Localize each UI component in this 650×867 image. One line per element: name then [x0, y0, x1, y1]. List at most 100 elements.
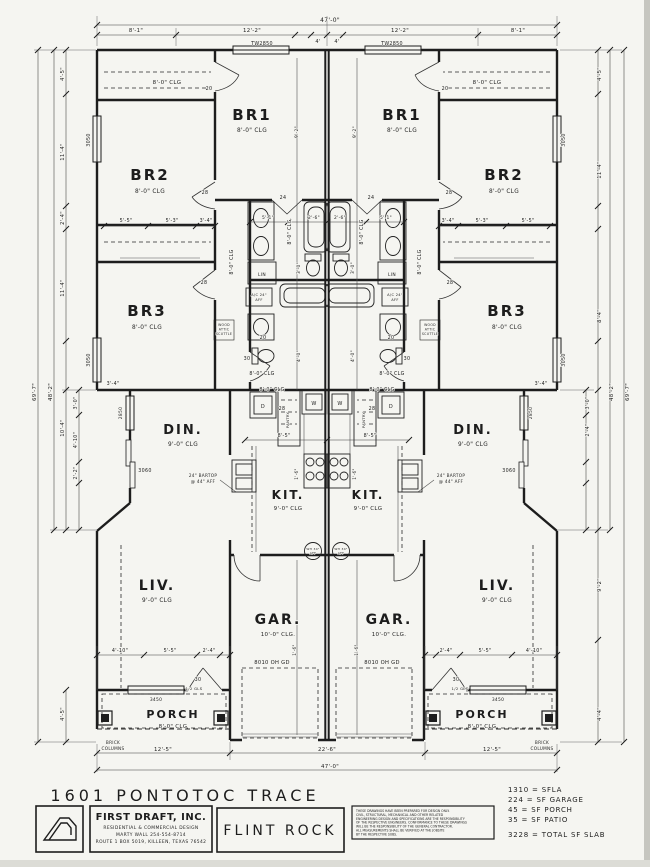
note-label: D — [261, 404, 265, 410]
dim-label: 2'-4" — [440, 648, 453, 654]
door-label: 28 — [279, 406, 286, 412]
note-label: PANTRY — [285, 411, 290, 428]
room-label: LIV. — [139, 578, 175, 594]
dim-label: 8'-4" — [597, 309, 603, 323]
stat-porch: 45 = SF PORCH — [508, 806, 573, 814]
door-label: 28 — [446, 190, 453, 196]
vanity-double — [247, 201, 275, 261]
dim-label: 9'-2" — [597, 578, 603, 592]
refrigerator-icon — [231, 459, 257, 493]
dim-label: 3'-4" — [200, 218, 213, 224]
note-label: PANTRY — [361, 411, 366, 428]
door-label: 30 — [244, 356, 251, 362]
dim-label: 5'-5" — [522, 218, 535, 224]
clg-label: 9'-0" CLG — [142, 598, 172, 604]
pantry — [277, 389, 301, 447]
win-label: 3060 — [138, 468, 151, 474]
room-label: BR3 — [487, 302, 526, 320]
dim-label: 3'-4" — [442, 218, 455, 224]
dim-label: 12'-5" — [483, 747, 501, 753]
win-label: 3050 — [86, 133, 92, 146]
room-label: BR1 — [232, 106, 271, 124]
win-label: 3050 — [86, 353, 92, 366]
dim-label: 4'-10" — [112, 648, 128, 654]
disclaimer-line: WILL BE THE RESPONSIBILITY OF THE GENERA… — [356, 825, 453, 829]
toilet-icon — [306, 259, 320, 277]
plan-name: FLINT ROCK — [223, 823, 336, 839]
toilet-tank — [304, 253, 322, 262]
room-label: DIN. — [453, 423, 492, 438]
door-label: 20 — [260, 335, 267, 341]
clg-label: 8'-0" CLG — [249, 371, 274, 377]
clg-label: 8'-0" CLG — [489, 189, 519, 195]
firm-tagline: RESIDENTIAL & COMMERCIAL DESIGN — [103, 825, 198, 831]
party-wall — [324, 50, 330, 740]
dim-label: 22'-6" — [318, 747, 336, 753]
firm-logo-icon — [42, 817, 77, 841]
dim-label: 4'-5" — [597, 67, 603, 81]
note-label: @ 44" AFF — [191, 479, 216, 484]
dim-label: 5'-5" — [120, 218, 133, 224]
toilet-icon — [257, 349, 275, 363]
note-label: W — [311, 401, 316, 407]
dim-label: 4'-0" — [350, 350, 356, 362]
note-label: COLUMNS — [531, 746, 554, 751]
reference-lines — [120, 58, 318, 738]
clg-label: 8'-0" CLG — [369, 387, 394, 393]
door-label: 28 — [369, 406, 376, 412]
dim-label: 9'-2" — [352, 126, 358, 138]
dim-label: 3'-0" — [585, 397, 591, 410]
water-heater-icon — [304, 542, 322, 560]
door-label: 1/2 GLS — [186, 686, 203, 691]
firm-box — [89, 805, 213, 853]
note-label: WOOD — [218, 323, 230, 327]
note-label: WH 34" — [334, 547, 347, 551]
toilet-tank — [251, 347, 259, 365]
clg-label: 8'-0" CLG — [153, 80, 182, 86]
note-label: COLUMNS — [102, 746, 125, 751]
bathtub-icon — [279, 283, 330, 308]
win-label: 3450 — [150, 697, 162, 703]
disclaimer-line: OF THE RESPECTIVE ENGINEERS. CONFORMANCE… — [356, 821, 467, 825]
dim-label: 2'-6" — [308, 215, 320, 221]
dim-label: 3'-0" — [350, 262, 356, 274]
clg-label: 8'-0" CLG — [379, 371, 404, 377]
dim-label: 5'-3" — [166, 218, 179, 224]
door-label: 28 — [447, 280, 454, 286]
room-label: GAR. — [366, 612, 413, 628]
dim-label: 5'-3" — [476, 218, 489, 224]
scan-edge-right — [644, 0, 650, 867]
win-label: 3050 — [561, 353, 567, 366]
clg-label: 9'-0" CLG — [354, 506, 383, 512]
stat-slab: 3228 = TOTAL SF SLAB — [508, 831, 605, 839]
door-label: 24 — [280, 195, 287, 201]
clg-label: 8'-0" CLG — [159, 724, 188, 730]
door-swings — [187, 61, 303, 691]
dim-label: 2'-2" — [73, 467, 79, 480]
disclaimer-text: THESE DRAWINGS HAVE BEEN PREPARED FOR DE… — [355, 809, 467, 836]
disclaimer-line: CIVIL, STRUCTURAL, MECHANICAL AND OTHER … — [356, 813, 444, 817]
note-label: LIN — [388, 272, 396, 278]
dim-label: 11'-4" — [60, 279, 66, 296]
note-label: ATTIC — [425, 328, 436, 332]
clg-label: 8'-0" CLG — [229, 249, 235, 274]
clg-label: 9'-0" CLG — [168, 442, 198, 448]
dim-label: 5'-5" — [479, 648, 492, 654]
clg-label: 8'-0" CLG — [492, 325, 522, 331]
dim-label: 5'-1" — [380, 215, 392, 221]
room-label: KIT. — [352, 488, 385, 502]
disclaimer-line: ALL MEASUREMENTS SHALL BE VERIFIED AT TH… — [356, 829, 445, 833]
clg-label: 8'-0" CLG — [359, 219, 365, 244]
clg-label: 9'-0" CLG — [274, 506, 303, 512]
dim-label: 4'-5" — [60, 707, 66, 721]
win-label: 2850 — [118, 407, 124, 419]
dim-label: 12'-5" — [154, 747, 172, 753]
dim-label: 3'-4" — [535, 381, 548, 387]
clg-label: 9'-0" CLG — [482, 598, 512, 604]
door-label: 30 — [195, 677, 202, 683]
dim-label: 11'-4" — [60, 143, 66, 160]
sink-icon — [253, 318, 269, 336]
